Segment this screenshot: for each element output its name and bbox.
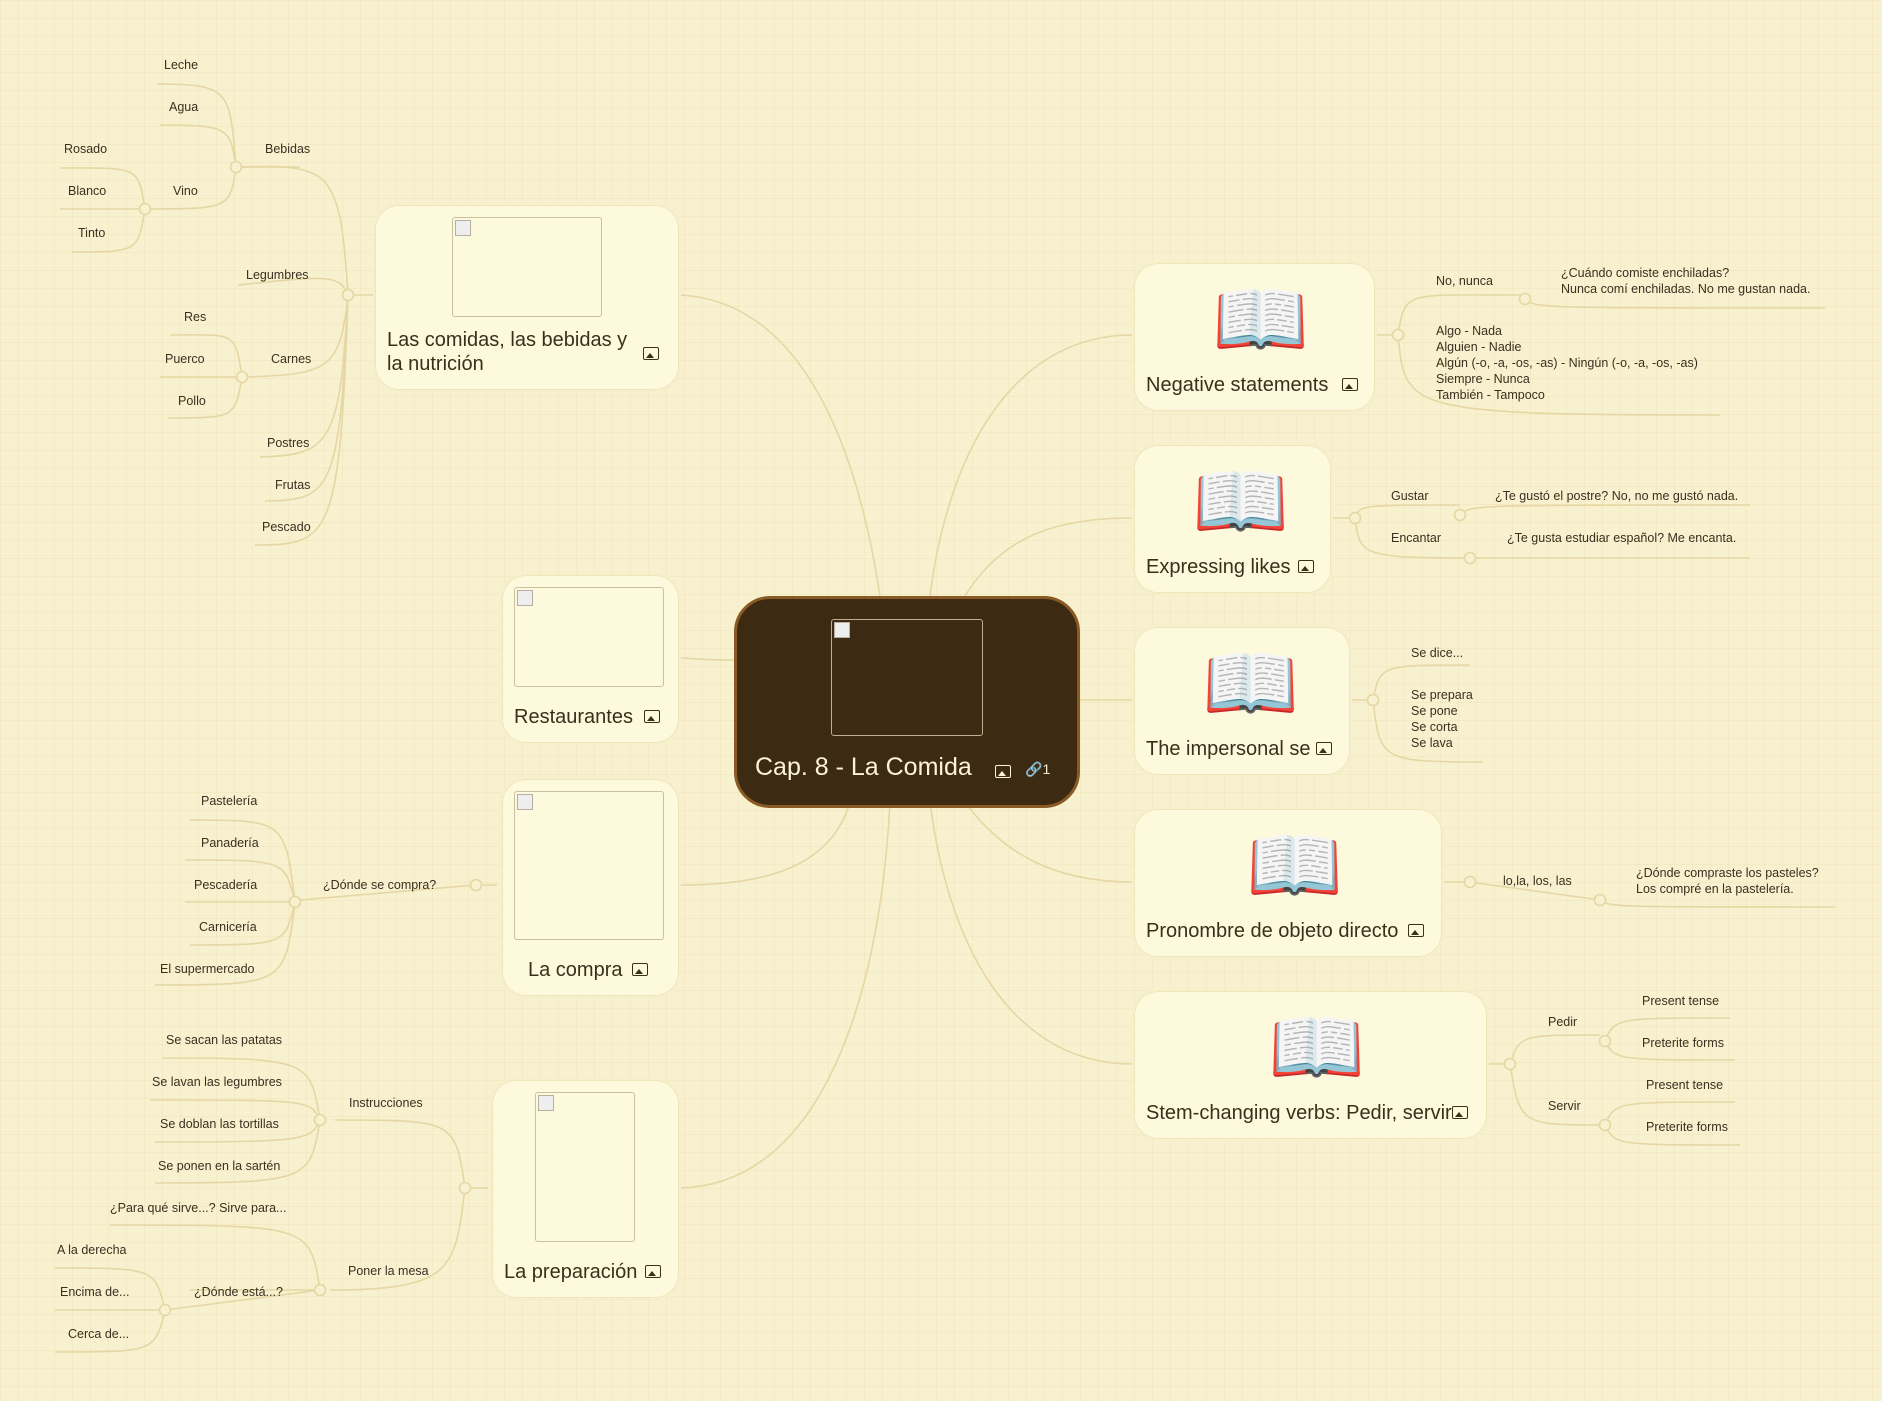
leaf-label[interactable]: Se dice... (1411, 646, 1464, 660)
open-book-icon: 📖 (1212, 275, 1310, 363)
branch-label[interactable]: ¿Dónde se compra? (323, 878, 437, 892)
branch-label[interactable]: No, nunca (1436, 274, 1493, 288)
node-title: The impersonal se (1146, 738, 1311, 760)
leaf-label[interactable]: A la derecha (57, 1243, 127, 1257)
branch-label[interactable]: Carnes (271, 352, 312, 366)
image-icon[interactable] (1342, 378, 1358, 391)
leaf-label[interactable]: Present tense (1642, 994, 1720, 1008)
leaf-label[interactable]: Leche (164, 58, 199, 72)
leaf-label[interactable]: Se doblan las tortillas (160, 1117, 279, 1131)
node-image (535, 1092, 635, 1242)
branch-label[interactable]: Servir (1548, 1099, 1581, 1113)
leaf-label[interactable]: Present tense (1646, 1078, 1724, 1092)
node-comidas[interactable]: Las comidas, las bebidas y la nutrición (373, 203, 681, 392)
leaf-label[interactable]: ¿Te gustó el postre? No, no me gustó nad… (1495, 489, 1739, 503)
leaf-label[interactable]: Se lavan las legumbres (152, 1075, 282, 1089)
leaf-label[interactable]: Agua (169, 100, 199, 114)
central-image (831, 619, 983, 736)
node-image (514, 791, 664, 940)
branch-label[interactable]: Instrucciones (349, 1096, 423, 1110)
node-title: La compra (528, 959, 623, 981)
open-book-icon: 📖 (1192, 457, 1290, 545)
leaf-label[interactable]: Preterite forms (1646, 1120, 1728, 1134)
node-title: Pronombre de objeto directo (1146, 920, 1399, 942)
leaf-label[interactable]: Encima de... (60, 1285, 130, 1299)
branch-label[interactable]: Encantar (1391, 531, 1442, 545)
branch-label[interactable]: Vino (173, 184, 198, 198)
leaf-label[interactable]: Carnicería (199, 920, 257, 934)
image-icon[interactable] (1452, 1106, 1468, 1119)
node-title: Expressing likes (1146, 556, 1291, 578)
open-book-icon: 📖 (1202, 639, 1300, 727)
leaf-label[interactable]: Rosado (64, 142, 108, 156)
leaf-label[interactable]: Se ponen en la sartén (158, 1159, 281, 1173)
leaf-label[interactable]: ¿Dónde compraste los pasteles? Los compr… (1636, 866, 1819, 896)
leaf-label[interactable]: Algo - Nada Alguien - Nadie Algún (-o, -… (1436, 324, 1698, 402)
central-title: Cap. 8 - La Comida (755, 753, 972, 781)
node-restaurantes[interactable]: Restaurantes (500, 573, 681, 745)
image-icon[interactable] (1408, 924, 1424, 937)
branch-label[interactable]: Gustar (1391, 489, 1429, 503)
image-icon[interactable] (1298, 560, 1314, 573)
image-icon[interactable] (995, 765, 1011, 778)
node-title: Restaurantes (514, 706, 633, 728)
open-book-icon: 📖 (1268, 1003, 1366, 1091)
link-icon[interactable]: 🔗1 (1025, 761, 1051, 777)
image-icon[interactable] (1316, 742, 1332, 755)
leaf-label[interactable]: Pescadería (194, 878, 258, 892)
branch-label[interactable]: Pescado (262, 520, 311, 534)
leaf-label[interactable]: Puerco (165, 352, 205, 366)
node-compra[interactable]: La compra (500, 777, 681, 998)
node-pronombre[interactable]: 📖 Pronombre de objeto directo (1132, 807, 1444, 959)
node-image (452, 217, 602, 317)
leaf-label[interactable]: Panadería (201, 836, 259, 850)
open-book-icon: 📖 (1246, 821, 1344, 909)
node-title: Stem-changing verbs: Pedir, servir (1146, 1102, 1452, 1124)
central-topic[interactable]: Cap. 8 - La Comida 🔗1 (734, 596, 1080, 808)
node-title: La preparación (504, 1261, 638, 1283)
node-title: Negative statements (1146, 374, 1329, 396)
branch-label[interactable]: Postres (267, 436, 310, 450)
branch-label[interactable]: Frutas (275, 478, 311, 492)
leaf-label[interactable]: Preterite forms (1642, 1036, 1724, 1050)
node-likes[interactable]: 📖 Expressing likes (1132, 443, 1333, 595)
leaf-label[interactable]: Blanco (68, 184, 107, 198)
leaf-label[interactable]: Cerca de... (68, 1327, 130, 1341)
branch-label[interactable]: ¿Dónde está...? (194, 1285, 283, 1299)
node-image (514, 587, 664, 687)
node-preparacion[interactable]: La preparación (490, 1078, 681, 1300)
leaf-label[interactable]: Tinto (78, 226, 106, 240)
branch-label[interactable]: Legumbres (246, 268, 309, 282)
image-icon[interactable] (645, 1265, 661, 1278)
node-negative[interactable]: 📖 Negative statements (1132, 261, 1377, 413)
image-icon[interactable] (632, 963, 648, 976)
leaf-label[interactable]: Pollo (178, 394, 206, 408)
leaf-label[interactable]: Pastelería (201, 794, 258, 808)
image-icon[interactable] (644, 710, 660, 723)
leaf-label[interactable]: ¿Cuándo comiste enchiladas? Nunca comí e… (1561, 266, 1811, 296)
branch-label[interactable]: Pedir (1548, 1015, 1578, 1029)
link-count: 1 (1042, 761, 1051, 777)
leaf-label[interactable]: Se sacan las patatas (166, 1033, 283, 1047)
node-impersonal[interactable]: 📖 The impersonal se (1132, 625, 1352, 777)
leaf-label[interactable]: ¿Te gusta estudiar español? Me encanta. (1507, 531, 1737, 545)
node-title: Las comidas, las bebidas y la nutrición (387, 329, 628, 375)
leaf-label[interactable]: Res (184, 310, 207, 324)
leaf-label[interactable]: ¿Para qué sirve...? Sirve para... (110, 1201, 287, 1215)
image-icon[interactable] (643, 347, 659, 360)
branch-label[interactable]: Bebidas (265, 142, 311, 156)
branch-label[interactable]: lo,la, los, las (1503, 874, 1572, 888)
leaf-label[interactable]: El supermercado (160, 962, 255, 976)
branch-label[interactable]: Poner la mesa (348, 1264, 429, 1278)
node-stem[interactable]: 📖 Stem-changing verbs: Pedir, servir (1132, 989, 1489, 1141)
leaf-label[interactable]: Se prepara Se pone Se corta Se lava (1411, 688, 1473, 750)
